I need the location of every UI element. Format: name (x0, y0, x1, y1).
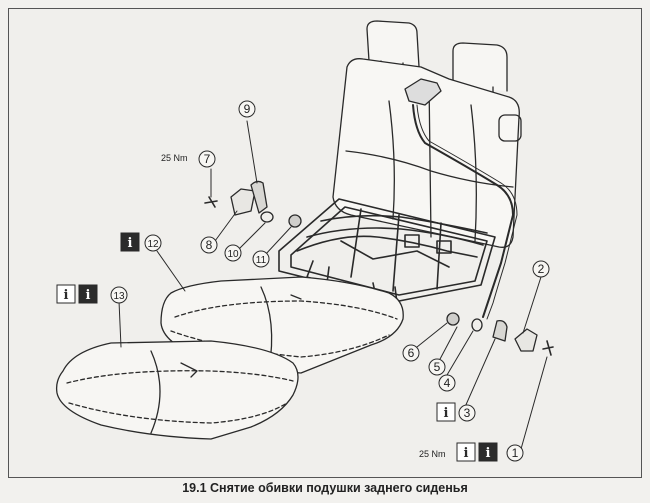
callout-circle-13 (110, 286, 128, 304)
callout-number-4: 4 (444, 376, 451, 390)
info-light-icon (436, 402, 456, 422)
callout-circle-5 (428, 358, 446, 376)
callout-number-7: 7 (204, 152, 211, 166)
seat-diagram: 25 Nm 25 Nm 1 2 3 4 5 6 7 8 9 10 11 12 1… (55, 20, 554, 462)
seat-back (332, 58, 522, 320)
info-light-icon-glyph: i (444, 406, 449, 421)
seat-frame (278, 198, 496, 304)
left-hardware (204, 180, 302, 228)
callout-number-13: 13 (113, 291, 125, 302)
callout-number-5: 5 (434, 360, 441, 374)
callout-circle-6 (402, 344, 420, 362)
right-headrest (452, 42, 508, 100)
torque-label-7: 25 Nm (161, 153, 188, 163)
callout-number-8: 8 (206, 238, 213, 252)
callout-number-11: 11 (256, 255, 267, 266)
callout-number-3: 3 (464, 406, 471, 420)
callout-circle-10 (224, 244, 242, 262)
callout-number-1: 1 (512, 446, 519, 460)
info-dark-icon (478, 442, 498, 462)
info-dark-icon-glyph: i (486, 446, 491, 461)
callout-circle-4 (438, 374, 456, 392)
callout-circle-1 (506, 444, 524, 462)
info-light-icon (456, 442, 476, 462)
callout-circle-9 (238, 100, 256, 118)
callout-circle-12 (144, 234, 162, 252)
info-light-icon-glyph: i (464, 446, 469, 461)
leader-lines (118, 120, 548, 450)
figure-caption: 19.1 Снятие обивки подушки заднего сиден… (182, 481, 468, 495)
right-hardware (446, 312, 554, 356)
torque-label-1: 25 Nm (419, 449, 446, 459)
callout-circle-8 (200, 236, 218, 254)
callout-circle-7 (198, 150, 216, 168)
info-dark-icon-glyph: i (128, 236, 133, 251)
info-light-icon-glyph: i (64, 288, 69, 303)
callout-circle-2 (532, 260, 550, 278)
info-light-icon (56, 284, 76, 304)
callout-number-10: 10 (227, 249, 239, 260)
callout-number-6: 6 (408, 346, 415, 360)
info-dark-icon (78, 284, 98, 304)
info-dark-icon (120, 232, 140, 252)
callout-number-9: 9 (244, 102, 251, 116)
info-dark-icon-glyph: i (86, 288, 91, 303)
callout-circle-3 (458, 404, 476, 422)
callout-circle-11 (252, 250, 270, 268)
callout-number-12: 12 (147, 239, 159, 250)
callout-number-2: 2 (538, 262, 545, 276)
diagram-frame: 25 Nm 25 Nm 1 2 3 4 5 6 7 8 9 10 11 12 1… (8, 8, 642, 478)
info-icons: i i i i i i (56, 232, 498, 462)
cushion-lower (55, 340, 299, 440)
